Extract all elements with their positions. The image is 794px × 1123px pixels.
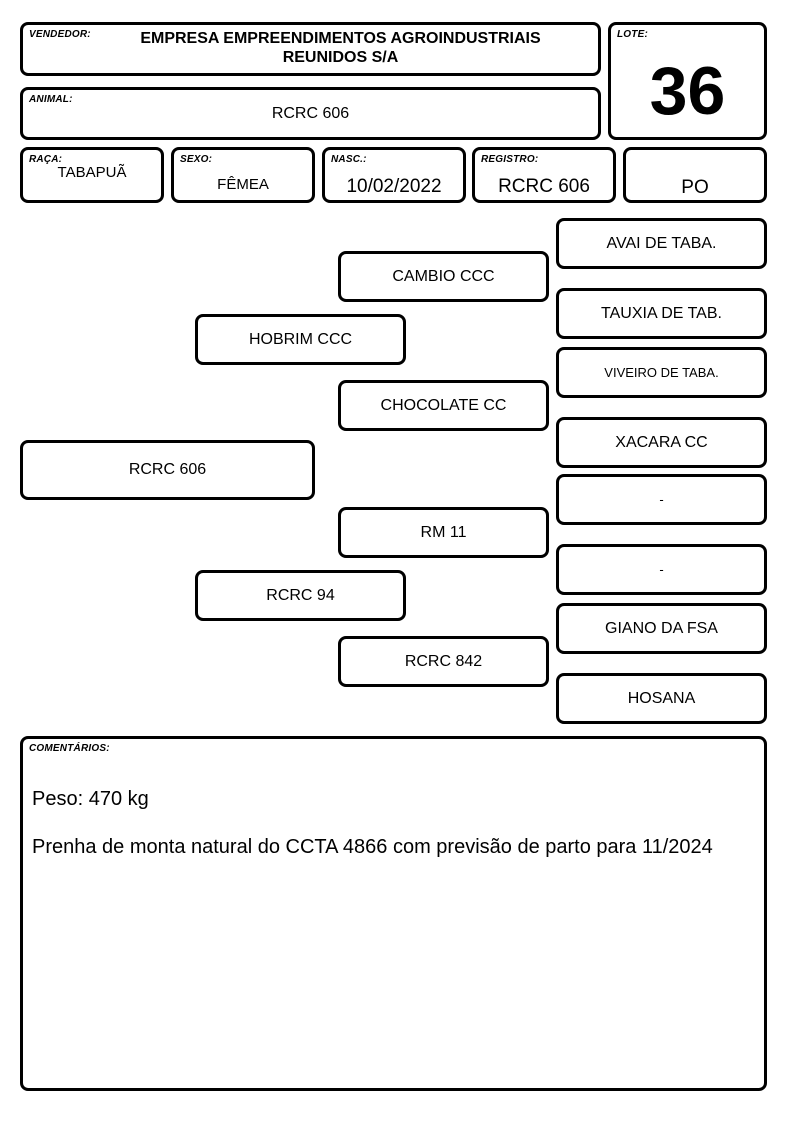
pedigree-ggp-7-name: GIANO DA FSA [605, 619, 718, 637]
pedigree-ggp-4-name: XACARA CC [615, 433, 708, 451]
raca-label: RAÇA: [29, 154, 63, 165]
animal-label: ANIMAL: [29, 94, 73, 105]
lote-label: LOTE: [617, 29, 648, 40]
animal-name: RCRC 606 [271, 105, 350, 122]
comments-line-2: Prenha de monta natural do CCTA 4866 com… [32, 836, 713, 858]
pedigree-ggp-3-name: VIVEIRO DE TABA. [604, 365, 719, 380]
pedigree-animal-name: RCRC 606 [128, 461, 207, 478]
pedigree-sire-dam: CHOCOLATE CC [338, 380, 549, 431]
sexo-value: FÊMEA [217, 176, 269, 193]
pedigree-sire-sire-name: CAMBIO CCC [392, 267, 495, 285]
raca-value: TABAPUÃ [57, 164, 127, 181]
pedigree-animal: RCRC 606 [20, 440, 315, 500]
animal-box: ANIMAL: RCRC 606 [20, 87, 601, 140]
registro-box: REGISTRO: RCRC 606 [472, 147, 616, 203]
vendedor-name-line1: EMPRESA EMPREENDIMENTOS AGROINDUSTRIAIS [140, 30, 541, 47]
sexo-label: SEXO: [180, 154, 213, 165]
comments-box: COMENTÁRIOS: Peso: 470 kg Prenha de mont… [20, 736, 767, 1091]
pedigree-ggp-3: VIVEIRO DE TABA. [556, 347, 767, 398]
pedigree-ggp-6-name: - [659, 562, 664, 577]
pedigree-dam-dam: RCRC 842 [338, 636, 549, 687]
pedigree-dam-sire-name: RM 11 [420, 523, 467, 541]
pedigree-dam-sire: RM 11 [338, 507, 549, 558]
categoria-value: PO [681, 177, 709, 198]
nasc-label: NASC.: [331, 154, 367, 165]
pedigree-ggp-1-name: AVAI DE TABA. [606, 234, 717, 252]
pedigree-ggp-7: GIANO DA FSA [556, 603, 767, 654]
pedigree-ggp-5: - [556, 474, 767, 525]
pedigree-ggp-4: XACARA CC [556, 417, 767, 468]
vendedor-box: VENDEDOR: EMPRESA EMPREENDIMENTOS AGROIN… [20, 22, 601, 76]
categoria-box: PO [623, 147, 767, 203]
nasc-box: NASC.: 10/02/2022 [322, 147, 466, 203]
pedigree-ggp-2: TAUXIA DE TAB. [556, 288, 767, 339]
pedigree-ggp-8: HOSANA [556, 673, 767, 724]
pedigree-ggp-2-name: TAUXIA DE TAB. [601, 304, 722, 322]
registro-value: RCRC 606 [498, 176, 590, 197]
comments-line-1: Peso: 470 kg [32, 788, 149, 810]
sexo-box: SEXO: FÊMEA [171, 147, 315, 203]
registro-label: REGISTRO: [481, 154, 539, 165]
vendedor-label: VENDEDOR: [29, 29, 91, 40]
comments-text: Peso: 470 kg Prenha de monta natural do … [32, 763, 713, 883]
pedigree-dam-name: RCRC 94 [266, 586, 335, 604]
pedigree-ggp-1: AVAI DE TABA. [556, 218, 767, 269]
pedigree-ggp-8-name: HOSANA [627, 689, 696, 707]
comments-label: COMENTÁRIOS: [29, 743, 110, 754]
lote-box: LOTE: 36 [608, 22, 767, 140]
pedigree-ggp-5-name: - [659, 492, 664, 507]
pedigree-sire: HOBRIM CCC [195, 314, 406, 365]
pedigree-sire-sire: CAMBIO CCC [338, 251, 549, 302]
lote-number: 36 [649, 53, 726, 129]
pedigree-sire-dam-name: CHOCOLATE CC [380, 396, 507, 414]
nasc-value: 10/02/2022 [346, 176, 442, 197]
pedigree-dam-dam-name: RCRC 842 [404, 652, 483, 670]
vendedor-name-line2: REUNIDOS S/A [282, 49, 399, 66]
pedigree-sire-name: HOBRIM CCC [248, 330, 353, 348]
raca-box: RAÇA: TABAPUÃ [20, 147, 164, 203]
pedigree-dam: RCRC 94 [195, 570, 406, 621]
pedigree-ggp-6: - [556, 544, 767, 595]
